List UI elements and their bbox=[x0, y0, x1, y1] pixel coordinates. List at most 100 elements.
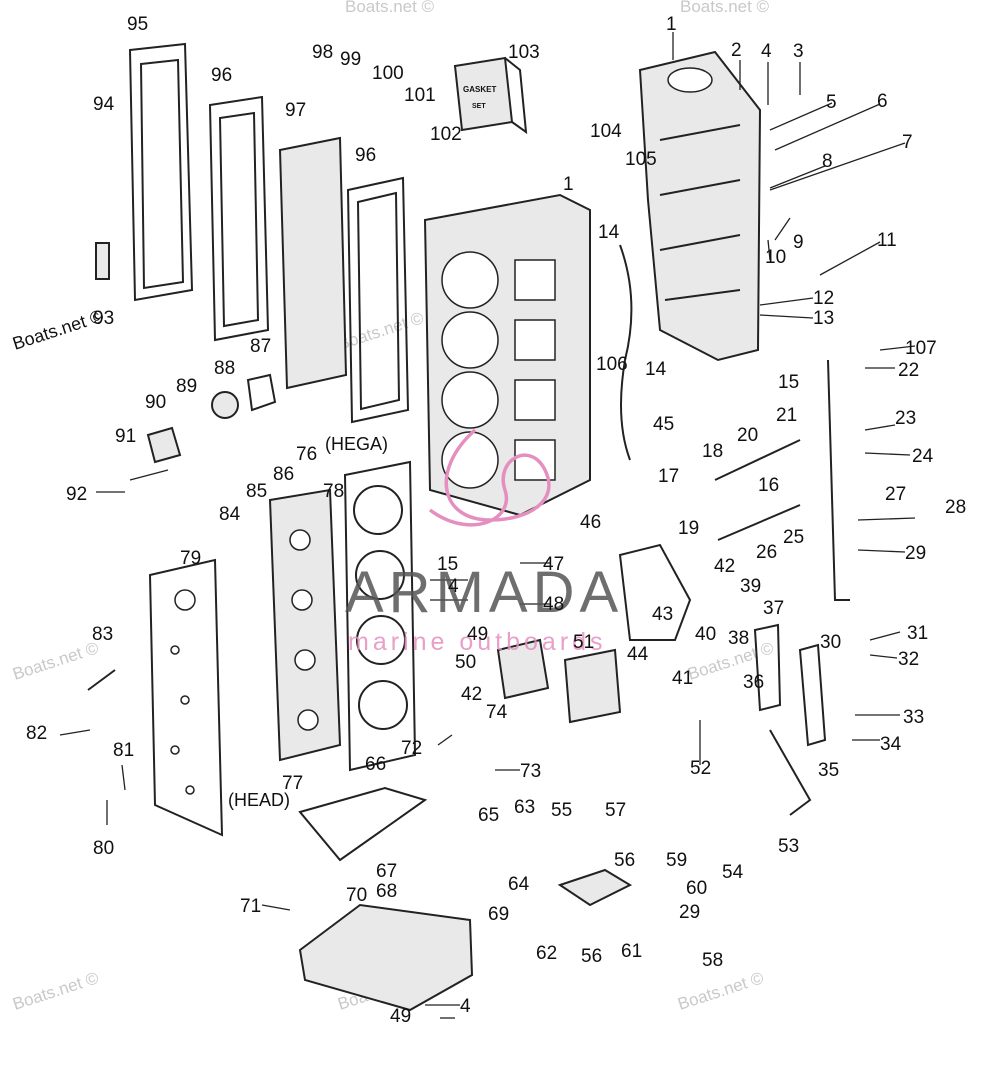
callout-13: 13 bbox=[813, 308, 834, 329]
callout-93: 93 bbox=[93, 308, 114, 329]
callout-102: 102 bbox=[430, 124, 462, 145]
box-label-line2: SET bbox=[472, 103, 486, 110]
callout-43: 43 bbox=[652, 604, 673, 625]
callout-29a: 29 bbox=[905, 543, 926, 564]
callout-104: 104 bbox=[590, 121, 622, 142]
callout-22: 22 bbox=[898, 360, 919, 381]
callout-96b: 96 bbox=[355, 145, 376, 166]
watermark: Boats.net © bbox=[675, 968, 766, 1014]
callout-71: 71 bbox=[240, 896, 261, 917]
callout-30: 30 bbox=[820, 632, 841, 653]
callout-86: 86 bbox=[273, 464, 294, 485]
callout-39: 39 bbox=[740, 576, 761, 597]
callout-62: 62 bbox=[536, 943, 557, 964]
callout-60: 60 bbox=[686, 878, 707, 899]
reed-plate-51 bbox=[563, 648, 622, 724]
callout-6: 6 bbox=[877, 91, 888, 112]
brand-name: ARMADA bbox=[345, 560, 623, 625]
callout-56a: 56 bbox=[614, 850, 635, 871]
callout-15b: 15 bbox=[778, 372, 799, 393]
callout-105: 105 bbox=[625, 149, 657, 170]
linkage-rod-20 bbox=[714, 439, 801, 481]
callout-66: 66 bbox=[365, 754, 386, 775]
box-label-line1: GASKET bbox=[463, 85, 496, 94]
callout-40: 40 bbox=[695, 624, 716, 645]
callout-63: 63 bbox=[514, 797, 535, 818]
callout-77: 77 bbox=[282, 773, 303, 794]
callout-54: 54 bbox=[722, 862, 744, 883]
callout-14b: 14 bbox=[645, 359, 667, 380]
callout-24: 24 bbox=[912, 446, 934, 467]
callout-73: 73 bbox=[520, 761, 541, 782]
callout-2: 2 bbox=[731, 40, 742, 61]
gasket-66 bbox=[298, 786, 428, 862]
callout-53: 53 bbox=[778, 836, 799, 857]
plate-93 bbox=[95, 242, 110, 280]
callout-1a: 1 bbox=[666, 14, 677, 35]
gasket-set-box-103: GASKET SET bbox=[453, 56, 528, 135]
head-gasket-76 bbox=[343, 460, 417, 772]
callout-64: 64 bbox=[508, 874, 530, 895]
caption-head: (HEAD) bbox=[228, 790, 290, 810]
callout-23: 23 bbox=[895, 408, 916, 429]
callout-69: 69 bbox=[488, 904, 509, 925]
callout-91: 91 bbox=[115, 426, 136, 447]
callout-89: 89 bbox=[176, 376, 197, 397]
callout-90: 90 bbox=[145, 392, 166, 413]
brand-tagline: marine outboards bbox=[348, 628, 607, 656]
lever-plate-58 bbox=[557, 868, 633, 907]
callout-81: 81 bbox=[113, 740, 134, 761]
callout-97: 97 bbox=[285, 100, 306, 121]
callout-85: 85 bbox=[246, 481, 267, 502]
callout-33: 33 bbox=[903, 707, 924, 728]
exhaust-gasket-95 bbox=[128, 42, 194, 302]
callout-106: 106 bbox=[596, 354, 628, 375]
callout-68: 68 bbox=[376, 881, 397, 902]
callout-12: 12 bbox=[813, 288, 834, 309]
throttle-arm-35 bbox=[798, 643, 827, 747]
callout-15a: 15 bbox=[437, 554, 458, 575]
callout-103: 103 bbox=[508, 42, 540, 63]
callout-67: 67 bbox=[376, 861, 397, 882]
watermark: Boats.net © bbox=[680, 0, 770, 16]
callout-72: 72 bbox=[401, 738, 422, 759]
callout-45: 45 bbox=[653, 414, 674, 435]
brand-logo: ARMADA marine outboards bbox=[345, 428, 623, 656]
callout-44: 44 bbox=[627, 644, 649, 665]
watermark: Boats.net © bbox=[335, 308, 426, 354]
callout-107: 107 bbox=[905, 338, 937, 359]
callout-3: 3 bbox=[793, 41, 804, 62]
callout-36: 36 bbox=[743, 672, 764, 693]
crankcase-front-1 bbox=[423, 193, 591, 517]
callout-5: 5 bbox=[826, 92, 837, 113]
linkage-rod-26 bbox=[717, 504, 801, 541]
callout-47: 47 bbox=[543, 554, 564, 575]
exhaust-plate-96a bbox=[208, 95, 270, 342]
callout-11: 11 bbox=[877, 230, 897, 251]
callout-74: 74 bbox=[486, 702, 508, 723]
callout-29b: 29 bbox=[679, 902, 700, 923]
callout-48: 48 bbox=[543, 594, 564, 615]
watermark: Boats.net © bbox=[10, 306, 106, 354]
parts-drawings: GASKET SET bbox=[87, 42, 850, 1012]
callout-99: 99 bbox=[340, 49, 361, 70]
callout-58: 58 bbox=[702, 950, 723, 971]
callout-101: 101 bbox=[404, 85, 436, 106]
callout-19: 19 bbox=[678, 518, 699, 539]
callout-51: 51 bbox=[573, 632, 594, 653]
watermark: Boats.net © bbox=[10, 638, 101, 684]
callout-21: 21 bbox=[776, 405, 797, 426]
callout-28: 28 bbox=[945, 497, 966, 518]
callout-76: 76 bbox=[296, 444, 317, 465]
callout-35: 35 bbox=[818, 760, 839, 781]
thermostat-gasket-87 bbox=[246, 373, 277, 412]
callout-61: 61 bbox=[621, 941, 642, 962]
callout-27: 27 bbox=[885, 484, 906, 505]
cylinder-head-77 bbox=[268, 488, 342, 762]
callout-7: 7 bbox=[902, 132, 913, 153]
callout-4b: 4 bbox=[448, 576, 459, 597]
leader-lines bbox=[59, 32, 916, 1019]
exhaust-plate-96b bbox=[346, 176, 410, 424]
